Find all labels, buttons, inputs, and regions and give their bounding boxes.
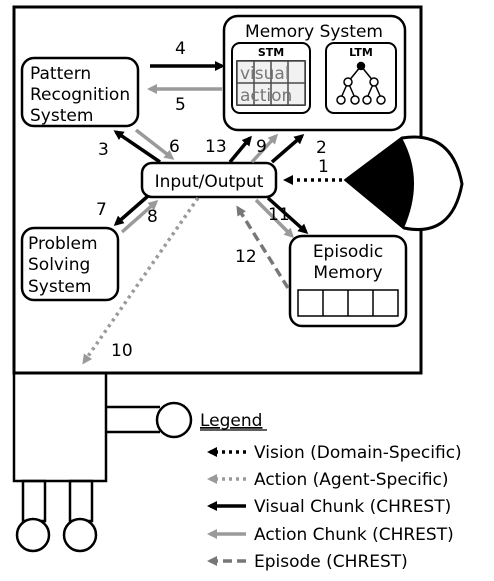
arrow-label-10: 10 — [111, 341, 133, 361]
arrow-11-action-chunk — [254, 198, 295, 239]
legend-label-vision: Vision (Domain-Specific) — [254, 443, 462, 463]
arrow-10-action — [82, 197, 200, 365]
robot-leg-left — [21, 479, 47, 523]
arrow-9-action-chunk — [250, 133, 279, 164]
input-output-box: Input/Output — [140, 161, 278, 199]
arrow-label-11: 11 — [268, 205, 290, 225]
pattern-recognition-line-3: System — [30, 106, 93, 126]
arrow-2-visual-chunk — [270, 134, 305, 164]
legend-item-action-chunk: Action Chunk (CHREST) — [207, 525, 454, 545]
eye-icon — [343, 135, 464, 231]
robot-body — [12, 5, 423, 553]
problem-solving-line-3: System — [28, 277, 91, 297]
ltm-label: LTM — [349, 46, 373, 59]
episodic-memory-line-1: Episodic — [313, 242, 383, 262]
legend-label-action: Action (Agent-Specific) — [254, 470, 449, 490]
arrow-11-visual-chunk — [266, 196, 309, 235]
pattern-recognition-box: Pattern Recognition System — [20, 56, 140, 128]
legend: Legend Vision (Domain-Specific) Action (… — [200, 411, 462, 572]
stm-cell-action: action — [240, 86, 292, 106]
pattern-recognition-line-2: Recognition — [30, 85, 130, 105]
robot-leg-right — [68, 479, 94, 523]
memory-system-title: Memory System — [245, 22, 383, 42]
robot-torso — [12, 371, 108, 483]
arrow-label-2: 2 — [316, 138, 327, 158]
stm-grid — [236, 60, 306, 106]
arrow-8-action-chunk — [120, 200, 159, 234]
robot-foot-right — [62, 517, 98, 553]
ltm-box — [325, 42, 397, 114]
arrows — [82, 61, 342, 365]
arrow-6-action-chunk — [134, 128, 175, 160]
legend-label-episode: Episode (CHREST) — [254, 552, 408, 572]
arrow-label-13: 13 — [205, 137, 227, 157]
arrow-numbers: 1 2 3 4 5 6 7 8 9 10 11 12 13 — [96, 39, 329, 361]
legend-label-action-chunk: Action Chunk (CHREST) — [254, 525, 454, 545]
robot-hand — [155, 401, 193, 439]
legend-item-episode: Episode (CHREST) — [207, 552, 408, 572]
memory-system-box: Memory System STM visual action LTM — [222, 14, 407, 132]
episodic-memory-line-2: Memory — [313, 263, 382, 283]
arrow-label-9: 9 — [256, 137, 267, 157]
robot-foot-left — [15, 517, 51, 553]
arrow-7-visual-chunk — [113, 194, 150, 226]
arrow-label-8: 8 — [147, 207, 158, 227]
arrow-3-visual-chunk — [113, 130, 161, 164]
problem-solving-box: Problem Solving System — [20, 226, 120, 302]
stm-label: STM — [258, 46, 284, 59]
arrow-label-12: 12 — [235, 247, 257, 267]
arrow-label-6: 6 — [169, 137, 180, 157]
problem-solving-line-1: Problem — [28, 234, 98, 254]
legend-title: Legend — [200, 411, 262, 431]
pattern-recognition-line-1: Pattern — [30, 64, 91, 84]
legend-label-visual-chunk: Visual Chunk (CHREST) — [254, 497, 451, 517]
arrow-label-1: 1 — [318, 157, 329, 177]
ltm-tree-icon — [336, 61, 386, 105]
arrow-label-7: 7 — [96, 200, 107, 220]
legend-item-action: Action (Agent-Specific) — [207, 470, 449, 490]
input-output-label: Input/Output — [155, 172, 264, 192]
legend-item-vision: Vision (Domain-Specific) — [207, 443, 462, 463]
legend-item-visual-chunk: Visual Chunk (CHREST) — [207, 497, 451, 517]
arrow-13-visual-chunk — [228, 135, 252, 164]
arrow-label-5: 5 — [175, 95, 186, 115]
stm-cell-visual: visual — [240, 64, 290, 84]
problem-solving-line-2: Solving — [28, 255, 90, 275]
arrow-12-episode — [236, 205, 290, 289]
arrow-label-4: 4 — [175, 39, 186, 59]
arrow-label-3: 3 — [98, 140, 109, 160]
episodic-memory-slots — [297, 289, 399, 317]
episodic-memory-box: Episodic Memory — [288, 234, 408, 328]
